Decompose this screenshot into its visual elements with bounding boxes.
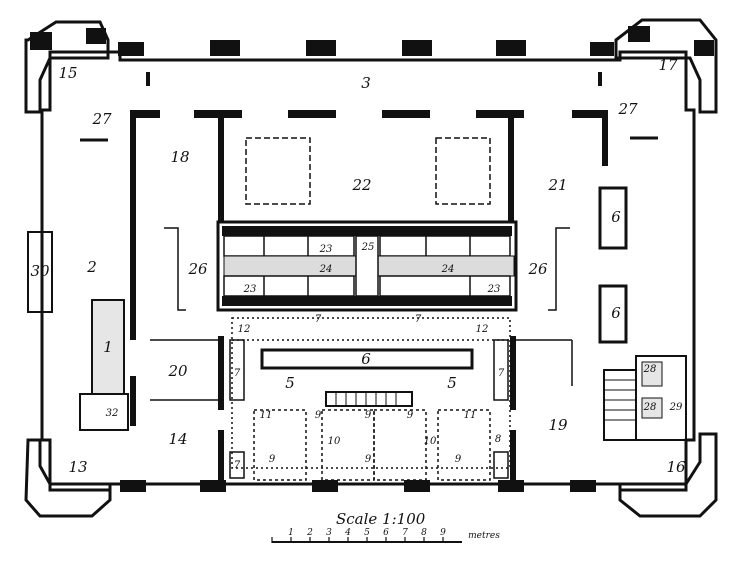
room-label-24-b: 24 bbox=[441, 264, 455, 275]
room-label-13: 13 bbox=[68, 458, 87, 476]
room-label-28-a: 28 bbox=[643, 364, 657, 375]
room-label-23-a: 23 bbox=[319, 244, 333, 255]
scale-tick-label: 3 bbox=[326, 528, 332, 538]
stair-block-right bbox=[603, 355, 687, 441]
scale-tick-label: 8 bbox=[421, 528, 427, 538]
room-label-2: 2 bbox=[86, 258, 97, 276]
room-label-16: 16 bbox=[666, 458, 686, 476]
room-label-7-b: 7 bbox=[415, 314, 422, 325]
central-steps bbox=[325, 391, 413, 407]
room-label-6-c: 6 bbox=[361, 350, 371, 368]
room-label-8: 8 bbox=[495, 434, 501, 445]
scale-tick-label: 7 bbox=[402, 528, 408, 538]
room-label-7-e: 7 bbox=[234, 460, 241, 471]
room-label-12: 12 bbox=[238, 324, 251, 335]
corner-tower-ne bbox=[614, 18, 718, 114]
scale-tick-label: 4 bbox=[344, 528, 351, 538]
room-label-9-a: 9 bbox=[315, 410, 322, 421]
small-wall-strokes bbox=[80, 136, 658, 142]
room-label-5-b: 5 bbox=[447, 374, 457, 392]
inner-top-partitions bbox=[130, 72, 608, 290]
scale-bar: Scale 1:100 1 2 3 4 5 6 7 8 9 metres bbox=[271, 510, 500, 543]
dashed-room-outlines bbox=[245, 137, 491, 205]
room-label-9-b: 9 bbox=[365, 410, 372, 421]
room-label-1: 1 bbox=[103, 338, 113, 356]
room-label-6-b: 6 bbox=[611, 304, 621, 322]
room-label-7-c: 7 bbox=[234, 368, 241, 379]
left-partitions bbox=[130, 290, 516, 484]
room-label-9-d: 9 bbox=[269, 454, 276, 465]
room-label-3: 3 bbox=[361, 74, 371, 92]
room-label-26-right: 26 bbox=[527, 260, 548, 278]
bottom-wall-piers bbox=[120, 480, 596, 492]
room-label-23-b: 23 bbox=[243, 284, 257, 295]
corner-tower-nw bbox=[24, 20, 110, 114]
room-label-27-right: 27 bbox=[617, 100, 638, 118]
room-label-5-a: 5 bbox=[285, 374, 295, 392]
room-label-21: 21 bbox=[547, 176, 567, 194]
room-label-6-a: 6 bbox=[611, 208, 621, 226]
room-label-11-b: 11 bbox=[464, 410, 477, 421]
room-label-7-a: 7 bbox=[315, 314, 322, 325]
corner-tower-se bbox=[618, 432, 718, 518]
room-label-23-c: 23 bbox=[487, 284, 501, 295]
room-label-17: 17 bbox=[658, 56, 678, 74]
room-label-7-d: 7 bbox=[498, 368, 505, 379]
left-bay bbox=[27, 231, 53, 313]
scale-ticks: 1 2 3 4 5 6 7 8 9 bbox=[271, 528, 446, 543]
room-label-9-c: 9 bbox=[407, 410, 414, 421]
room-label-9-e: 9 bbox=[365, 454, 372, 465]
room-label-32: 32 bbox=[106, 408, 119, 419]
room-label-10-a: 10 bbox=[328, 436, 341, 447]
stair-block-left bbox=[79, 299, 129, 431]
side-room-brackets bbox=[164, 227, 570, 311]
scale-unit: metres bbox=[468, 531, 500, 541]
right-side-rooms bbox=[598, 186, 628, 344]
central-trough bbox=[260, 348, 474, 370]
room-label-29: 29 bbox=[669, 402, 683, 413]
room-label-27-left: 27 bbox=[91, 110, 112, 128]
room-label-20: 20 bbox=[167, 362, 188, 380]
room-label-14: 14 bbox=[168, 430, 187, 448]
room-label-10-b: 10 bbox=[424, 436, 437, 447]
vertical-strips bbox=[229, 339, 509, 479]
room-labels: 15 17 3 27 27 18 22 21 2 30 23 25 24 24 … bbox=[30, 56, 686, 476]
room-label-30: 30 bbox=[30, 262, 50, 280]
room-label-19: 19 bbox=[548, 416, 568, 434]
corner-tower-sw bbox=[24, 438, 112, 518]
outer-walls bbox=[40, 50, 696, 492]
dotted-courtyard bbox=[231, 317, 511, 469]
room-label-28-b: 28 bbox=[643, 402, 657, 413]
room-label-11-a: 11 bbox=[260, 410, 273, 421]
scale-title: Scale 1:100 bbox=[336, 510, 426, 528]
room-label-22: 22 bbox=[351, 176, 371, 194]
central-cell-block bbox=[216, 220, 518, 312]
room-label-26-left: 26 bbox=[187, 260, 208, 278]
room-label-9-f: 9 bbox=[455, 454, 462, 465]
scale-tick-label: 2 bbox=[306, 528, 313, 538]
scale-tick-label: 1 bbox=[288, 528, 294, 538]
room-label-24-a: 24 bbox=[319, 264, 333, 275]
lower-cells bbox=[253, 409, 491, 481]
scale-tick-label: 5 bbox=[364, 528, 370, 538]
room-label-15: 15 bbox=[58, 64, 77, 82]
left-partition-lines bbox=[150, 339, 573, 401]
room-label-18: 18 bbox=[170, 148, 189, 166]
top-wall-piers bbox=[30, 26, 714, 56]
room-label-12-b: 12 bbox=[476, 324, 489, 335]
scale-tick-label: 9 bbox=[440, 528, 446, 538]
room-label-25: 25 bbox=[361, 242, 375, 253]
scale-tick-label: 6 bbox=[383, 528, 389, 538]
